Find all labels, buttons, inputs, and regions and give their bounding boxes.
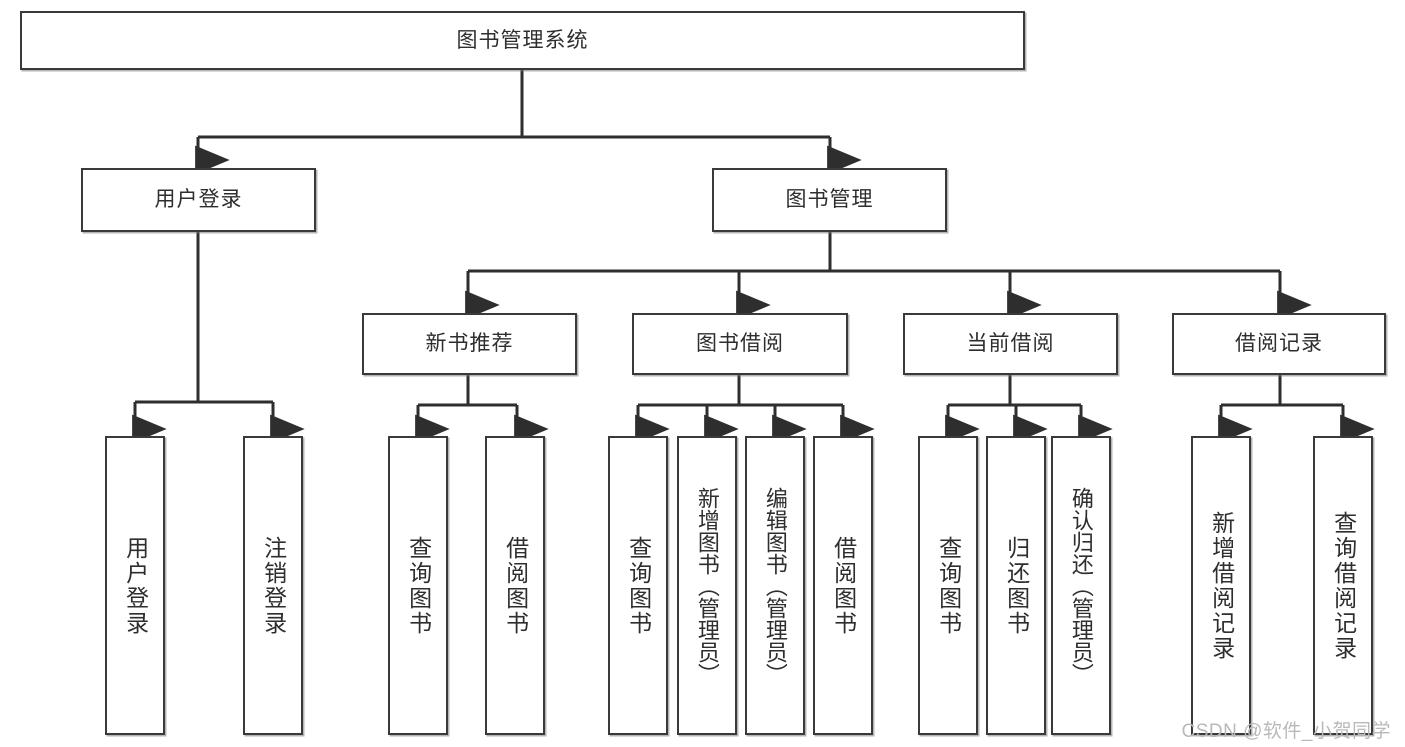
node-new-book-recommend[interactable]: 新书推荐 [362,313,577,375]
leaf-edit-book-admin-label: 编辑图书（管理员） [762,486,788,685]
node-root-label: 图书管理系统 [456,28,589,52]
node-book-management-label: 图书管理 [785,188,874,212]
node-new-book-recommend-label: 新书推荐 [425,332,514,356]
leaf-confirm-return-admin-label: 确认归还（管理员） [1068,486,1094,685]
leaf-query-book-current-label: 查询图书 [935,535,962,636]
leaf-query-book-recommend-label: 查询图书 [405,535,432,636]
leaf-query-borrow-record-label: 查询借阅记录 [1330,510,1357,661]
leaf-query-book-current[interactable]: 查询图书 [918,436,978,735]
node-current-borrow[interactable]: 当前借阅 [903,313,1118,375]
leaf-borrow-book-recommend[interactable]: 借阅图书 [485,436,545,735]
leaf-add-borrow-record-label: 新增借阅记录 [1208,510,1235,661]
leaf-query-book-recommend[interactable]: 查询图书 [388,436,448,735]
leaf-query-borrow-record[interactable]: 查询借阅记录 [1313,436,1373,735]
leaf-add-borrow-record[interactable]: 新增借阅记录 [1191,436,1251,735]
node-book-borrow[interactable]: 图书借阅 [632,313,848,375]
node-user-login-label: 用户登录 [154,188,243,212]
leaf-query-book-borrow[interactable]: 查询图书 [608,436,668,735]
leaf-borrow-book-label: 借阅图书 [830,535,857,636]
leaf-logout[interactable]: 注销登录 [243,436,303,735]
leaf-add-book-admin[interactable]: 新增图书（管理员） [677,436,737,735]
node-book-management[interactable]: 图书管理 [712,168,947,232]
node-root[interactable]: 图书管理系统 [20,11,1025,70]
leaf-logout-label: 注销登录 [260,535,287,636]
node-borrow-record-label: 借阅记录 [1235,332,1323,356]
leaf-edit-book-admin[interactable]: 编辑图书（管理员） [745,436,805,735]
leaf-query-book-borrow-label: 查询图书 [625,535,652,636]
leaf-confirm-return-admin[interactable]: 确认归还（管理员） [1051,436,1111,735]
leaf-borrow-book-recommend-label: 借阅图书 [502,535,529,636]
node-current-borrow-label: 当前借阅 [966,332,1055,356]
leaf-return-book[interactable]: 归还图书 [986,436,1046,735]
leaf-user-login[interactable]: 用户登录 [105,436,165,735]
node-user-login[interactable]: 用户登录 [81,168,316,232]
node-book-borrow-label: 图书借阅 [696,332,784,356]
leaf-return-book-label: 归还图书 [1003,535,1030,636]
leaf-add-book-admin-label: 新增图书（管理员） [694,486,720,685]
leaf-borrow-book[interactable]: 借阅图书 [813,436,873,735]
node-borrow-record[interactable]: 借阅记录 [1172,313,1386,375]
leaf-user-login-label: 用户登录 [122,535,149,636]
